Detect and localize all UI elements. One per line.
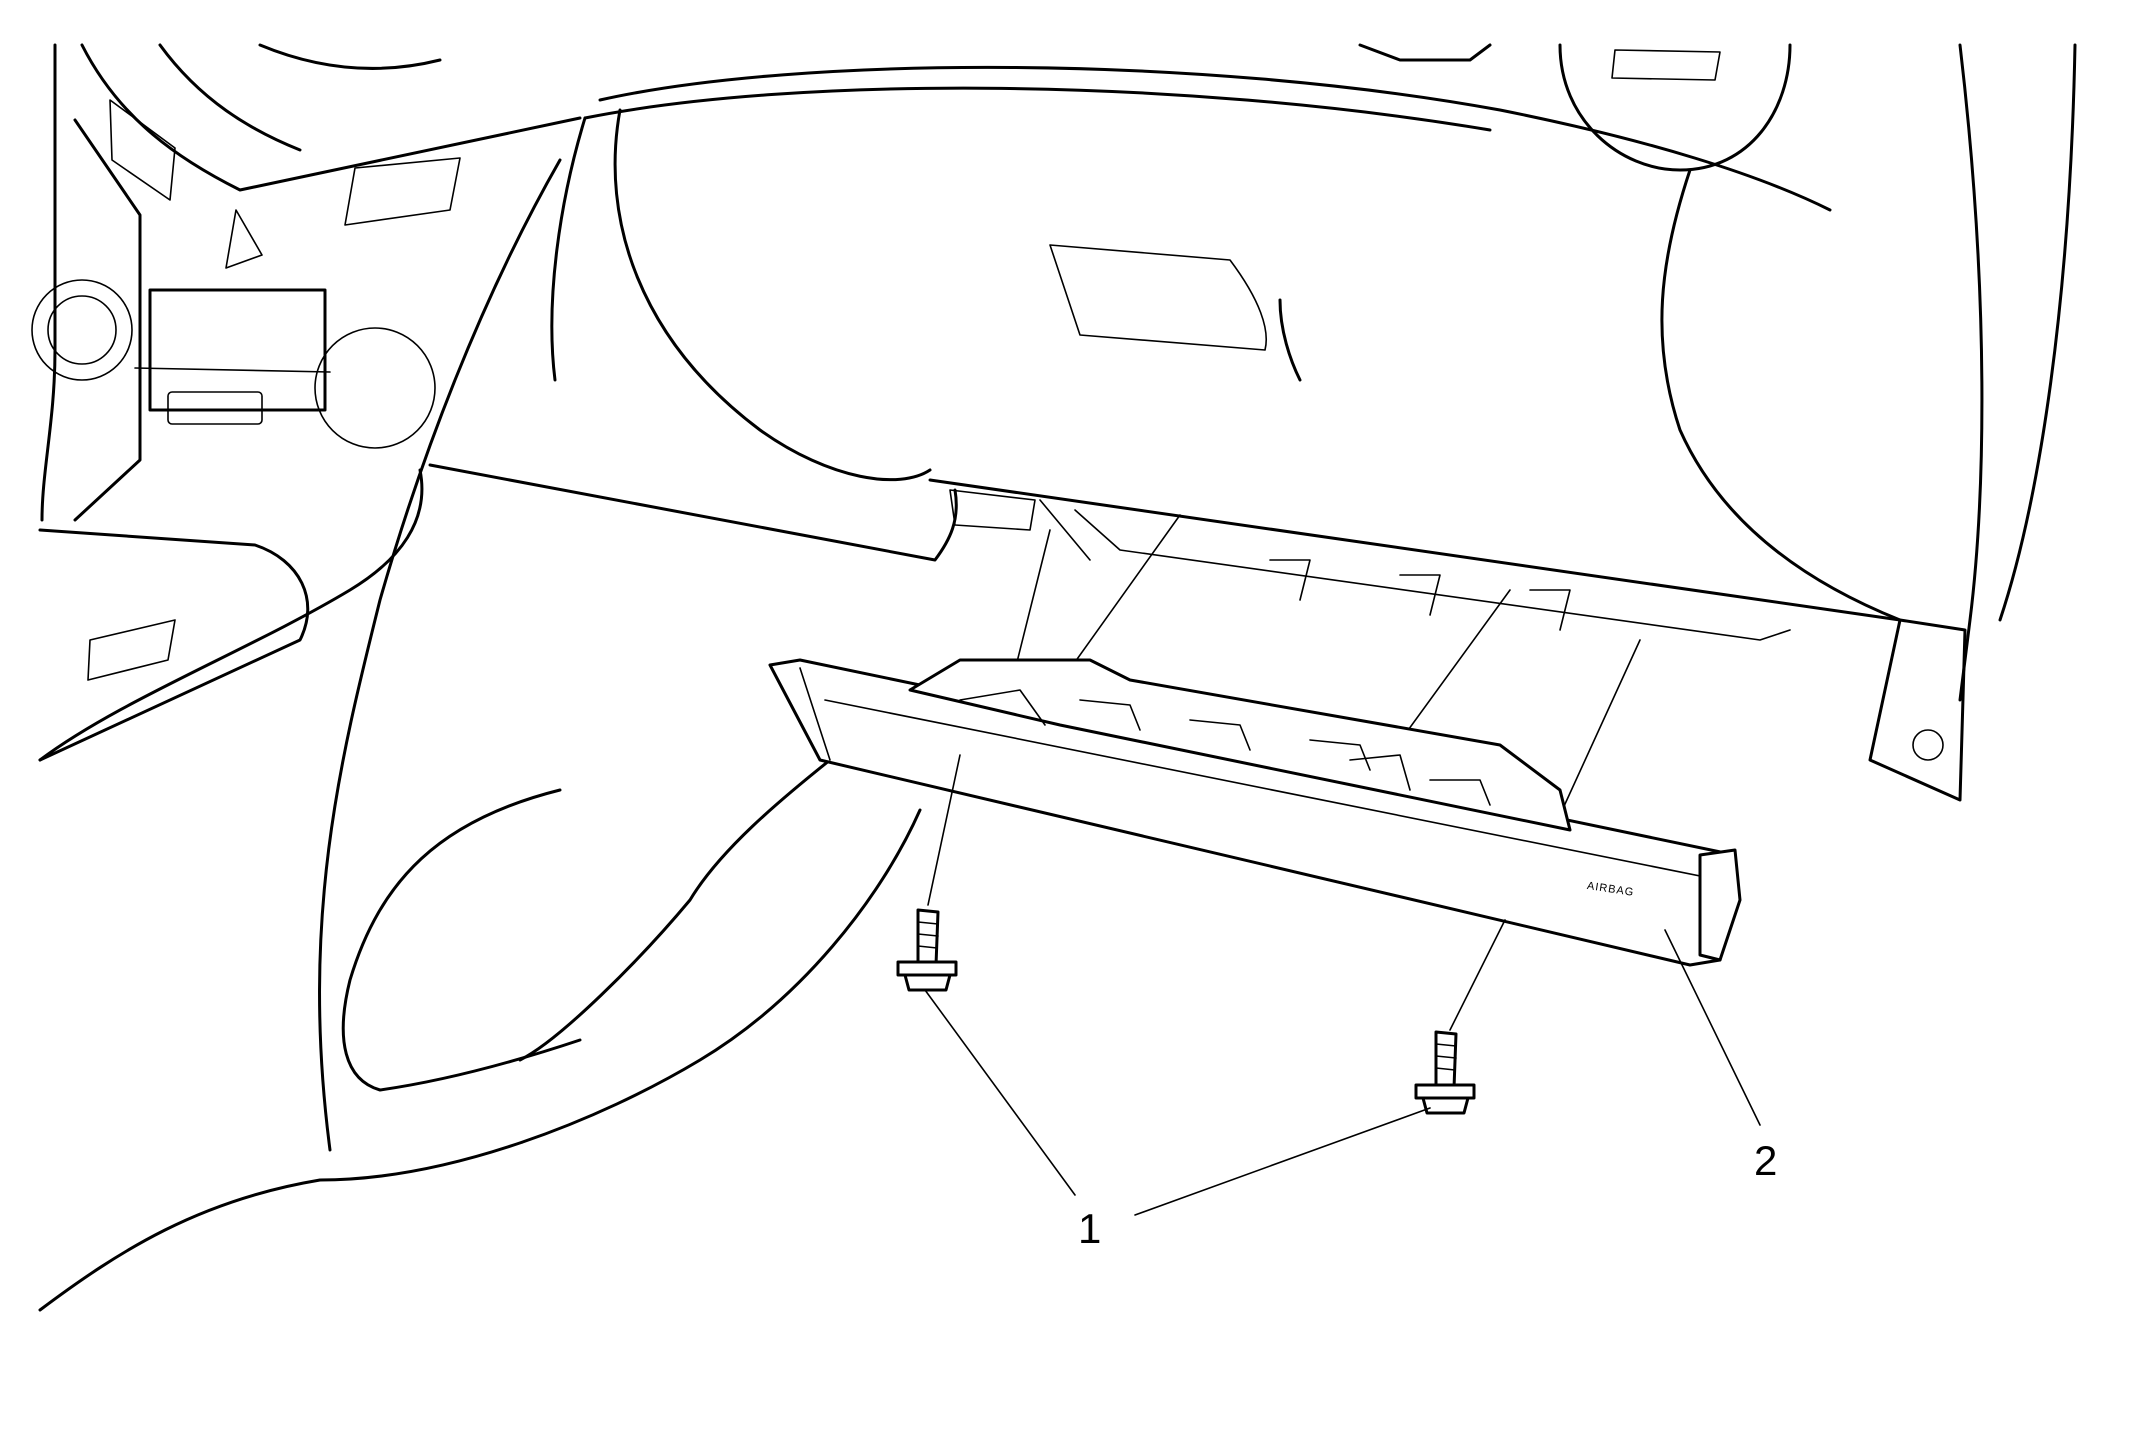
callout-2-label: 2 [1754, 1137, 1778, 1184]
leader-lines [924, 754, 1761, 1216]
fastener-right [1414, 1030, 1476, 1115]
callout-1-label: 1 [1078, 1205, 1102, 1252]
instrument-panel [31, 43, 2077, 1312]
knee-bolster-panel [768, 658, 1742, 967]
fastener-left [896, 908, 958, 992]
